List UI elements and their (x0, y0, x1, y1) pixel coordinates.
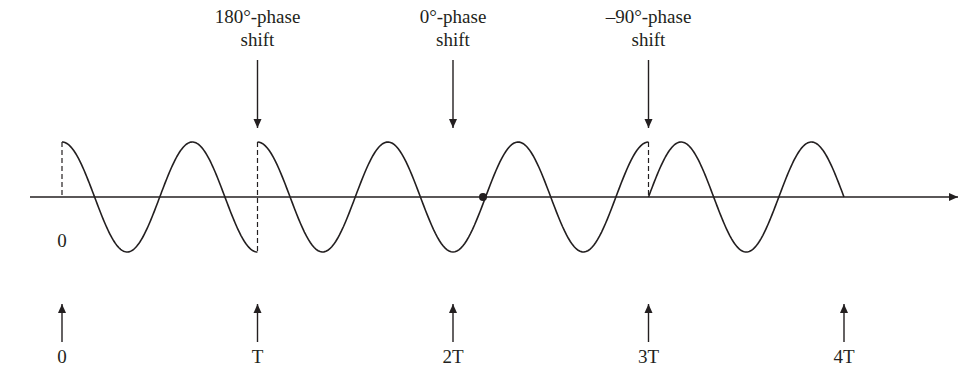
axis-origin-label: 0 (57, 230, 67, 253)
discontinuity-line (648, 142, 649, 197)
time-label: T (252, 346, 264, 369)
pointer-arrow (452, 304, 453, 342)
pointer-arrow (648, 304, 649, 342)
phase-shift-label: –90°-phase shift (587, 6, 710, 52)
axis-dot (479, 193, 487, 201)
time-label: 0 (57, 346, 67, 369)
wave-segment (649, 142, 845, 252)
discontinuity-line (257, 142, 258, 252)
pointer-arrow (648, 60, 649, 128)
wave-segment (258, 142, 649, 252)
discontinuity-line (61, 142, 62, 197)
pointer-arrow (257, 60, 258, 128)
time-label: 4T (833, 346, 854, 369)
pointer-arrow (452, 60, 453, 128)
phase-shift-label: 0°-phase shift (401, 6, 505, 52)
pointer-arrow (61, 304, 62, 342)
time-arrows (62, 60, 844, 342)
waveform (62, 142, 844, 252)
phase-shift-label: 180°-phase shift (196, 6, 319, 52)
wave-segment (62, 142, 258, 252)
time-label: 3T (638, 346, 659, 369)
pointer-arrow (257, 304, 258, 342)
pointer-arrow (843, 304, 844, 342)
time-label: 2T (442, 346, 463, 369)
time-axis (30, 196, 958, 198)
